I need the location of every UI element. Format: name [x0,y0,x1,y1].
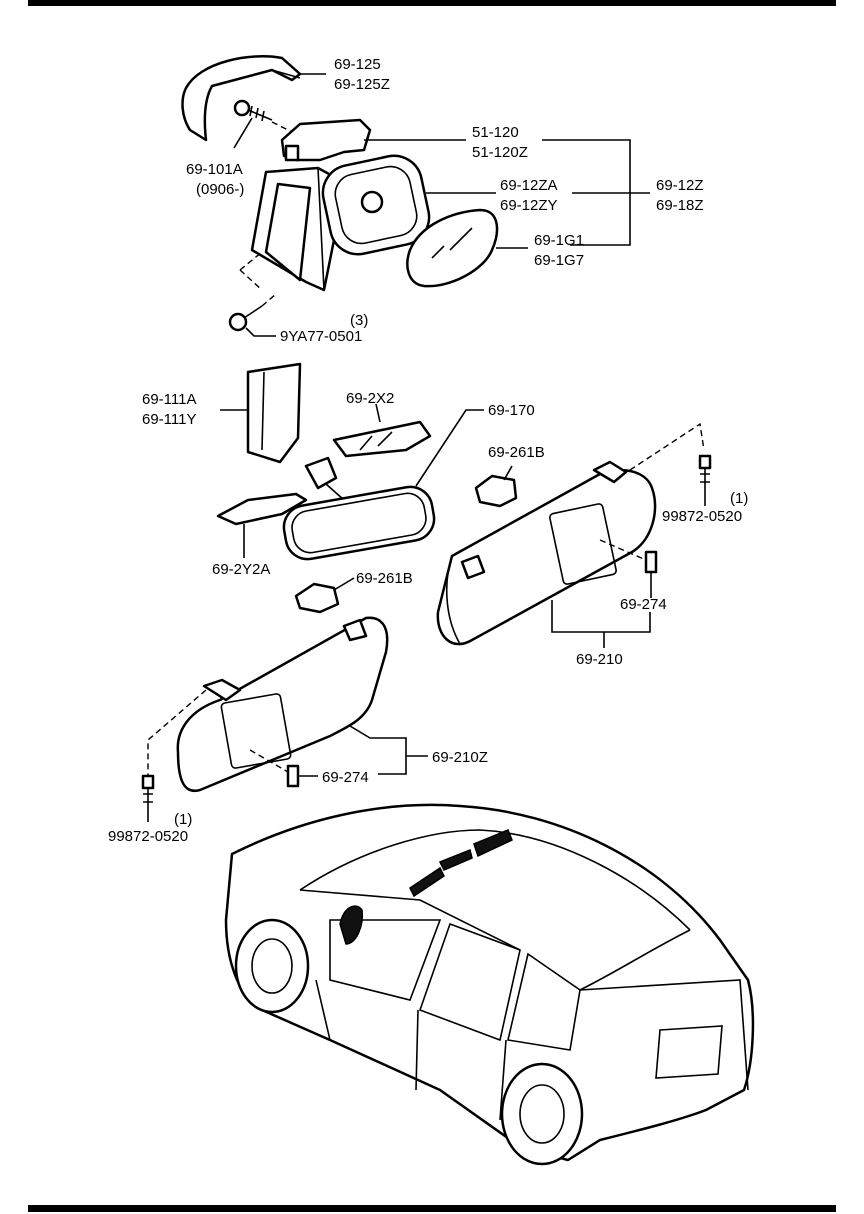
label-pillar-trim-1: 69-111A [142,391,197,408]
label-inner-mirror: 69-170 [488,402,535,419]
pillar-trim [246,362,302,464]
vehicle-body [224,803,755,1162]
sun-visor-right [436,422,712,648]
screw-left [141,774,155,808]
label-visor-left: 69-210Z [432,749,488,766]
label-screw-right: 99872-0520 [662,508,742,525]
label-holder-left: 69-274 [322,769,369,786]
holder-right [644,550,658,574]
label-glass-2: 69-1G7 [534,252,584,269]
label-holder-right: 69-274 [620,596,667,613]
holder-left [286,764,300,788]
label-trim-lower: 69-2Y2A [212,561,270,578]
interior-mirror-group [216,362,518,614]
clip-left [294,582,340,614]
door-mirror-group [181,55,650,337]
label-base-cover-1: 51-120 [472,124,519,141]
vehicle-outline [224,803,755,1166]
label-mirror-cover: 69-2X2 [346,390,394,407]
label-cover-2: 69-125Z [334,76,390,93]
label-screw-left-qty: (1) [174,811,192,828]
label-base-cover-2: 51-120Z [472,144,528,161]
label-screw-left: 99872-0520 [108,828,188,845]
bolt-9ya77 [228,305,263,332]
bottom-border [28,1205,836,1212]
label-clip-left: 69-261B [356,570,413,587]
lower-trim [216,492,308,526]
label-bolt-qty: (3) [350,312,368,329]
label-visor-right: 69-210 [576,651,623,668]
callout-labels: 69-125 69-125Z 69-101A (0906-) 51-120 51… [108,56,748,845]
top-border [28,0,836,6]
screw-69-101a [233,99,273,122]
clip-right [474,474,518,508]
sun-visor-left [141,616,428,822]
label-screw-a-1: 69-101A [186,161,243,178]
label-mirror-body-2: 69-12ZY [500,197,558,214]
label-mirror-assy-1: 69-12Z [656,177,704,194]
label-screw-right-qty: (1) [730,490,748,507]
label-screw-a-2: (0906-) [196,181,244,198]
label-clip-right: 69-261B [488,444,545,461]
label-cover-1: 69-125 [334,56,381,73]
label-pillar-trim-2: 69-111Y [142,411,197,428]
label-glass-1: 69-1G1 [534,232,584,249]
label-mirror-assy-2: 69-18Z [656,197,704,214]
label-mirror-body-1: 69-12ZA [500,177,558,194]
visor-right-body [436,468,657,646]
screw-right [698,454,712,490]
inner-mirror [282,485,436,561]
mirror-stay-cover [332,420,432,458]
mirror-cover-cap [181,55,302,142]
label-bolt: 9YA77-0501 [280,328,362,345]
